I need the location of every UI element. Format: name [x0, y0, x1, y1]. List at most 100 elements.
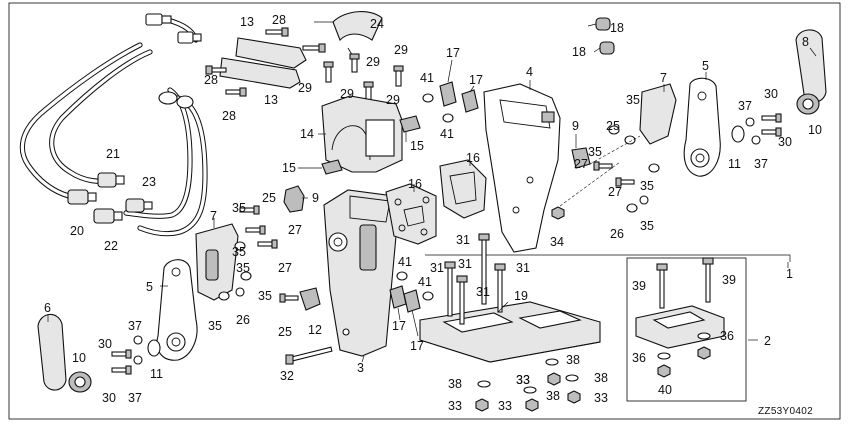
callout-35-g: 35	[640, 179, 654, 193]
clip-17-d	[403, 289, 421, 313]
diagram-border	[8, 2, 841, 420]
washer-11-right	[731, 125, 745, 143]
callout-18-b: 18	[572, 45, 586, 59]
callout-41-b: 41	[440, 127, 454, 141]
callout-8: 8	[802, 35, 809, 49]
callout-35-f: 35	[588, 145, 602, 159]
washer-38-b	[523, 386, 537, 394]
callout-27-c: 27	[574, 157, 588, 171]
callout-31-d: 31	[516, 261, 530, 275]
callout-12: 12	[308, 323, 322, 337]
bolt-31-a	[444, 261, 456, 317]
callout-41-c: 41	[398, 255, 412, 269]
callout-34: 34	[550, 235, 564, 249]
callout-36-a: 36	[720, 329, 734, 343]
callout-24: 24	[370, 17, 384, 31]
cap-10-left	[68, 371, 92, 393]
bolt-28-c	[205, 65, 227, 75]
callout-3: 3	[357, 361, 364, 375]
nut-40-b	[697, 346, 711, 360]
callout-7-left: 7	[210, 209, 217, 223]
callout-35-d: 35	[208, 319, 222, 333]
callout-41-a: 41	[420, 71, 434, 85]
callout-35-b: 35	[236, 261, 250, 275]
assembly-1-bracket-line	[425, 254, 791, 262]
callout-13-bottom: 13	[264, 93, 278, 107]
nut-33-c	[547, 372, 561, 386]
washer-11-left	[147, 339, 161, 357]
nut-41-d	[422, 291, 434, 301]
washer-38-c	[545, 358, 559, 366]
nut-33-b	[525, 398, 539, 412]
callout-23: 23	[142, 175, 156, 189]
callout-15-right: 15	[410, 139, 424, 153]
callout-32: 32	[280, 369, 294, 383]
callout-27-a: 27	[288, 223, 302, 237]
connector-22	[93, 208, 123, 224]
callout-28-b: 28	[204, 73, 218, 87]
callout-33-b: 33	[498, 399, 512, 413]
callout-17-c: 17	[392, 319, 406, 333]
cap-10-right	[796, 93, 820, 115]
lever-housing-7-right	[639, 83, 677, 145]
callout-26-a: 26	[236, 313, 250, 327]
nut-34	[551, 206, 565, 220]
nut-41-a	[422, 93, 434, 103]
callout-15-left: 15	[282, 161, 296, 175]
callout-16-right: 16	[466, 151, 480, 165]
callout-37-d: 37	[754, 157, 768, 171]
bolt-39-a	[656, 263, 668, 309]
callout-33-a: 33	[448, 399, 462, 413]
nut-33-a	[475, 398, 489, 412]
cable-harness	[19, 15, 208, 237]
callout-5-right: 5	[702, 59, 709, 73]
callout-35-c: 35	[258, 289, 272, 303]
callout-29-a: 29	[394, 43, 408, 57]
callout-30-b: 30	[102, 391, 116, 405]
clip-17-c	[389, 285, 407, 309]
clip-15-b	[399, 115, 421, 133]
grip-6	[37, 313, 67, 391]
connector-loop	[158, 91, 194, 109]
cap-18-a	[595, 17, 611, 31]
callout-11-left: 11	[150, 367, 163, 381]
callout-31-e: 31	[430, 261, 444, 275]
cap-18-b	[599, 41, 615, 55]
callout-38-a: 38	[448, 377, 462, 391]
callout-29-e: 29	[386, 93, 400, 107]
gasket-16-left	[385, 183, 437, 245]
callout-26-b: 26	[610, 227, 624, 241]
bracket-13-lower	[219, 57, 301, 89]
callout-29-c: 29	[298, 81, 312, 95]
callout-9-right: 9	[572, 119, 579, 133]
bolt-28-d	[225, 87, 247, 97]
callout-22: 22	[104, 239, 118, 253]
bolt-39-b	[702, 257, 714, 303]
callout-5-left: 5	[146, 280, 153, 294]
callout-31-c: 31	[476, 285, 490, 299]
callout-13-top: 13	[240, 15, 254, 29]
callout-17-b: 17	[469, 73, 483, 87]
connector-top-1	[145, 13, 172, 26]
screw-29-a	[323, 61, 334, 83]
callout-19: 19	[514, 289, 528, 303]
callout-1: 1	[786, 267, 793, 281]
callout-37-b: 37	[128, 391, 142, 405]
callout-28-a: 28	[272, 13, 286, 27]
assembly-2-box	[626, 257, 747, 402]
clip-17-b	[461, 89, 479, 113]
connector-20	[67, 189, 97, 205]
callout-33-d: 33	[594, 391, 608, 405]
callout-40: 40	[658, 383, 672, 397]
callout-36-b: 36	[632, 351, 646, 365]
callout-39-b: 39	[722, 273, 736, 287]
callout-25-c: 25	[278, 325, 292, 339]
connector-21	[97, 172, 125, 188]
callout-18-a: 18	[610, 21, 624, 35]
screw-29-b	[349, 53, 360, 73]
callout-38-d: 38	[594, 371, 608, 385]
callout-11-right: 11	[728, 157, 741, 171]
clip-15-a	[321, 159, 343, 175]
callout-17-a: 17	[446, 46, 460, 60]
callout-30-c: 30	[764, 87, 778, 101]
